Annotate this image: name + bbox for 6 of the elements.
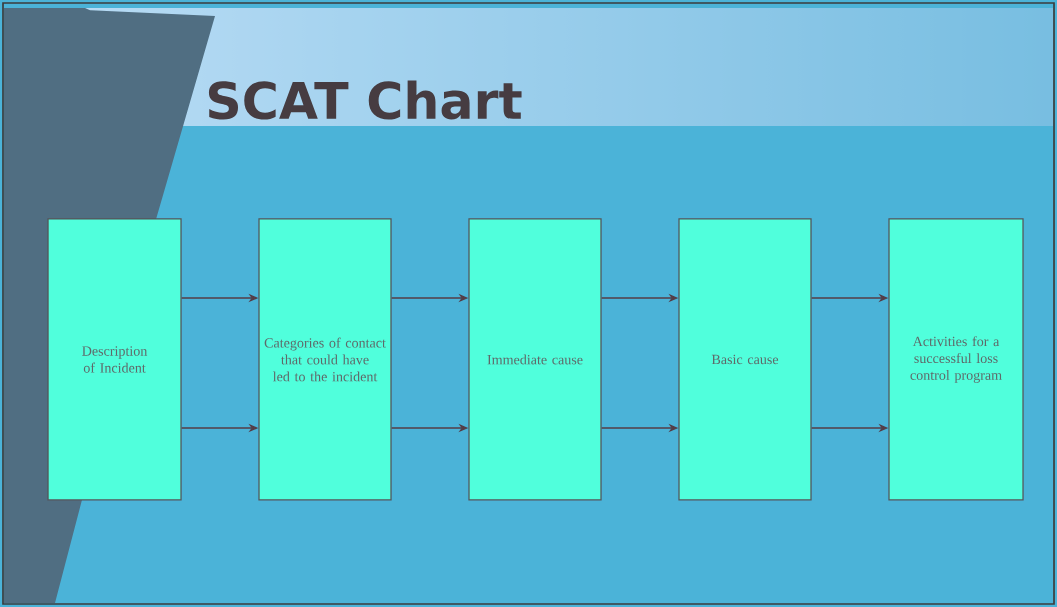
process-box: Immediate cause — [468, 218, 602, 501]
process-box: Description of Incident — [47, 218, 182, 501]
title: SCAT Chart — [208, 80, 522, 120]
process-box: Categories of contact that could have led to the incident — [258, 218, 392, 501]
process-box: Basic cause — [678, 218, 812, 501]
process-box: Activities for a successful loss control program — [888, 218, 1024, 501]
